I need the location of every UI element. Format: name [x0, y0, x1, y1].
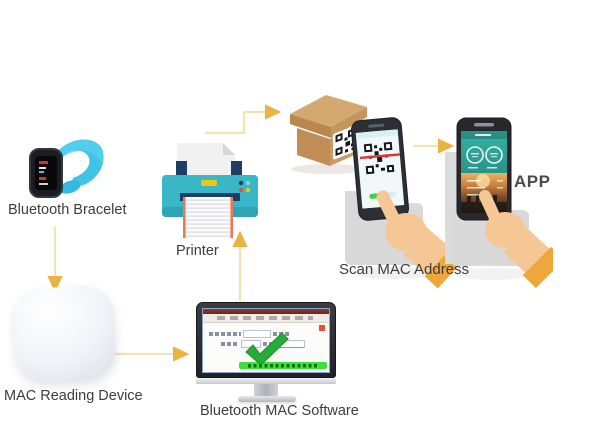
screen-qr-code [363, 141, 395, 175]
activity-ring [485, 146, 503, 164]
reader-label: MAC Reading Device [4, 388, 143, 404]
scan-phone-icon [345, 117, 463, 289]
holding-hand [479, 190, 553, 289]
activity-ring [466, 146, 484, 164]
app-phone-icon [445, 117, 553, 289]
monitor-chin [196, 378, 336, 384]
printer-output-paper [183, 197, 233, 238]
phone-speaker [368, 123, 385, 128]
window-toolbar [203, 314, 329, 323]
computer-monitor [196, 302, 336, 378]
mac-reading-device-icon [12, 284, 118, 383]
monitor-stand [254, 384, 278, 397]
printer-icon [162, 143, 258, 238]
phone-speaker [474, 123, 494, 127]
printer-button [201, 180, 217, 186]
mac-address-text [209, 331, 241, 336]
software-window [202, 308, 330, 373]
bracelet-label: Bluetooth Bracelet [8, 202, 127, 218]
printer-label: Printer [176, 243, 219, 259]
bluetooth-bracelet-icon [29, 139, 104, 198]
box-with-qr-icon [290, 95, 367, 174]
arrow-printer-to-box [205, 104, 282, 135]
window-titlebar [203, 309, 329, 314]
app-label: APP [514, 172, 551, 191]
holding-hand [376, 190, 463, 289]
mac-input-field [243, 329, 271, 338]
monitor-base [238, 396, 296, 402]
sleeve-cuff [424, 245, 463, 289]
success-checkmark-icon [245, 332, 289, 366]
stop-button [319, 325, 325, 331]
software-label: Bluetooth MAC Software [200, 403, 359, 419]
scan-line [359, 153, 400, 160]
printer-top-paper [177, 143, 235, 177]
scan-label: Scan MAC Address [339, 261, 470, 278]
status-bar [239, 362, 327, 369]
sleeve-cuff [522, 246, 553, 289]
